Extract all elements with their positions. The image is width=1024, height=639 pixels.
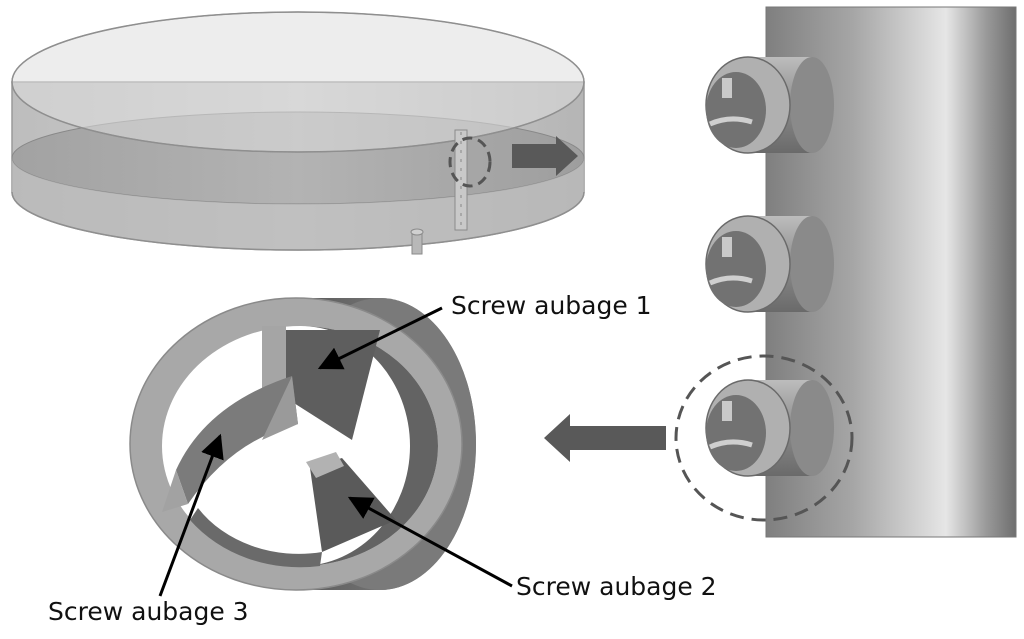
label-screw-aubage-1: Screw aubage 1 (451, 291, 652, 320)
tank (11, 11, 585, 251)
arrow-right-icon (512, 136, 578, 176)
nozzle-1 (705, 56, 834, 154)
leader-aubage-1 (317, 306, 443, 370)
screw-ring (129, 297, 476, 591)
label-screw-aubage-3: Screw aubage 3 (48, 597, 249, 626)
tank-detail-highlight (448, 136, 492, 188)
leader-aubage-3 (158, 433, 224, 597)
nozzle-3 (705, 379, 834, 477)
nozzle-2 (705, 215, 834, 313)
label-screw-aubage-2: Screw aubage 2 (516, 572, 717, 601)
leader-aubage-2 (347, 496, 513, 588)
arrow-left-icon (544, 414, 666, 462)
nozzle-highlight (674, 354, 854, 522)
